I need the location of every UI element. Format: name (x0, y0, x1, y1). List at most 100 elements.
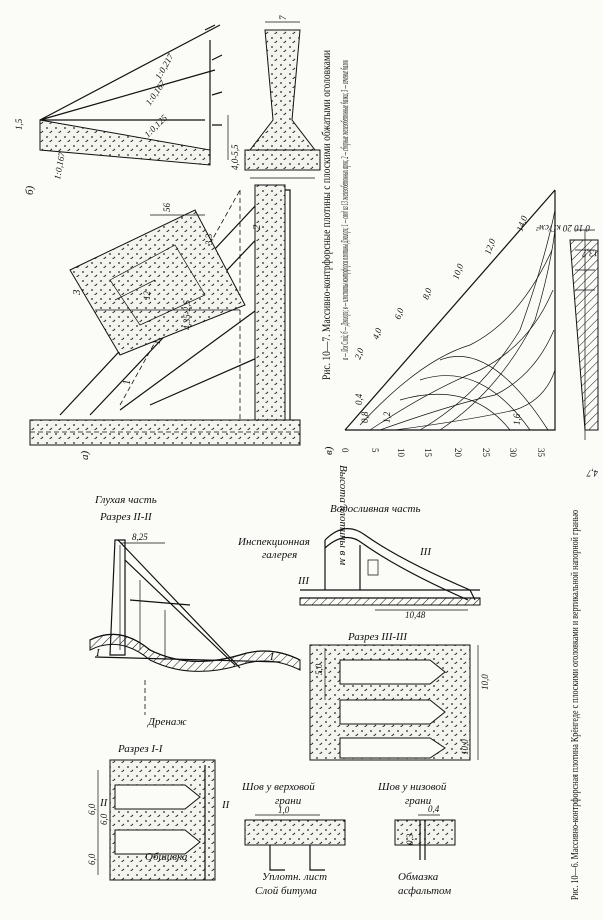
v-scale-hatch (569, 239, 599, 431)
v-tick-35: 35 (536, 448, 546, 458)
a-inset-beam (69, 209, 246, 356)
v-scale-label: 0 10 20 кГ/см² (536, 223, 590, 233)
b-dam-base (39, 119, 211, 166)
s2-ground-hatch (89, 633, 301, 672)
s1-void-1 (114, 784, 201, 810)
fig6-section-3 (309, 644, 479, 761)
a-dim-12: 12 (142, 291, 152, 301)
v-iso-100: 10,0 (450, 262, 465, 281)
v-iso-120: 12,0 (482, 237, 497, 256)
b-downstream-face (204, 24, 223, 160)
section-3-label: Разрез III-III (347, 631, 408, 643)
joint-upper-2: грани (275, 795, 302, 807)
sp-crest (324, 528, 476, 601)
v-iso-1 (359, 249, 553, 426)
fig6-joint-lower (394, 814, 456, 860)
v-scale-137: 13,7 (582, 248, 598, 258)
fig7-panel-b (39, 21, 321, 179)
gallery-label-2: галерея (262, 549, 297, 561)
fig6-spillway (299, 528, 481, 611)
v-iso-6 (439, 229, 556, 431)
v-triangle (344, 189, 556, 431)
a-num-3: 3 (71, 289, 83, 296)
v-tick-10: 10 (396, 448, 406, 458)
obshivka-label: Обшивка (145, 851, 188, 863)
b-slope-4: 1:0,167 (52, 151, 67, 181)
label-II-left: II (99, 797, 109, 809)
v-tick-20: 20 (453, 448, 463, 458)
b-slope-2: 1:0,167 (143, 78, 167, 107)
b-upstream-face (39, 24, 221, 121)
s3-void-2 (339, 699, 446, 725)
v-iso-4 (394, 369, 556, 431)
dim-6c: 6,0 (99, 813, 109, 825)
v-tick-30: 30 (508, 448, 518, 458)
b-stem-base (244, 149, 321, 171)
v-tick-25: 25 (481, 448, 491, 458)
v-iso-60: 6,0 (392, 306, 405, 320)
dim-825: 8,25 (132, 532, 148, 542)
v-iso-20: 2,0 (352, 346, 365, 360)
v-iso-12: 1,2 (382, 411, 392, 423)
b-dim-top: 7 (278, 15, 288, 20)
bitumen-layer: Слой битума (255, 885, 317, 897)
sp-pier (324, 540, 361, 590)
s3-void-1 (339, 659, 446, 685)
fig7-panel-a (29, 184, 301, 446)
gallery-label-1: Инспекционная (237, 536, 310, 548)
dim-04: 0,4 (428, 804, 440, 814)
sp-base (300, 589, 480, 599)
fig6-caption: Рис. 10—6. Массивно-контрфорсная плотина… (570, 510, 581, 900)
v-tick-0: 0 (340, 448, 350, 453)
b-slope-1: 1:0,217 (153, 52, 176, 81)
label-I-left: I (95, 647, 101, 659)
v-tick-5: 5 (370, 448, 380, 453)
dim-10: 1,0 (278, 805, 290, 815)
ju-slab (244, 819, 346, 846)
spillway-label: Водосливная часть (330, 503, 421, 515)
dim-6b: 6,0 (87, 853, 97, 865)
b-stem (248, 29, 317, 151)
v-iso-7 (399, 356, 549, 431)
b-slope-3: 1:0,125 (142, 112, 169, 139)
dim-10b: 10,0 (460, 739, 470, 755)
dense-sheet: Уплотн. лист (262, 871, 327, 883)
joint-lower-1: Шов у низовой (377, 781, 447, 793)
b-label: б) (24, 185, 36, 195)
sp-crest-2 (324, 537, 469, 601)
a-label: а) (79, 451, 91, 461)
ju-joint (269, 845, 325, 871)
v-iso-80: 8,0 (420, 286, 433, 300)
a-base-slab (29, 419, 301, 446)
fig6-caption-title: Рис. 10—6. Массивно-контрфорсная плотина… (570, 510, 581, 900)
a-dim-33: 3,3 (204, 233, 214, 246)
b-dim-left: 4,0-5,5 (230, 144, 240, 170)
s2-inner (119, 545, 166, 660)
s2-section-line (94, 656, 281, 663)
v-label: в) (323, 446, 335, 455)
blind-part-label: Глухая часть (94, 494, 157, 506)
asphalt-2: асфальтом (398, 885, 451, 897)
dim-6a: 6,0 (87, 803, 97, 815)
fig7-panel-v (344, 189, 599, 440)
dim-10a: 10,0 (480, 674, 490, 690)
label-III-right: III (419, 546, 432, 558)
v-scale-47: 4,7 (586, 468, 598, 478)
fig7-caption-body: а — Лох Слой; б — Джиорэ; в — изостаты к… (340, 60, 351, 360)
a-num-1b: 1 (151, 340, 163, 346)
v-tick-15: 15 (423, 448, 433, 458)
dim-5: 5,0 (314, 663, 324, 675)
s2-buttress (109, 539, 126, 656)
a-arch (254, 184, 286, 421)
v-axis (345, 190, 556, 431)
label-II-right: II (221, 799, 231, 811)
drainage-label: Дренаж (147, 716, 187, 728)
v-iso-2 (369, 289, 554, 431)
v-iso-40: 4,0 (370, 326, 383, 340)
v-iso-04: 0,4 (354, 393, 364, 405)
sp-gallery (367, 559, 379, 576)
fig7-caption-title: Рис. 10—7. Массивно-контрфорсные плотины… (319, 50, 333, 380)
section-1-label: Разрез I-I (117, 743, 164, 755)
